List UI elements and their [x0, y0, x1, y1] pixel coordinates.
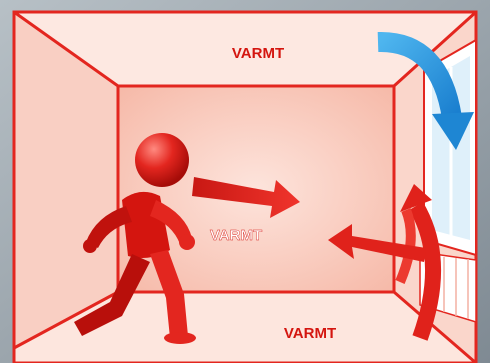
floor-label: VARMT [284, 325, 336, 342]
wall-label: VARMT [210, 227, 262, 244]
ceiling-label: VARMT [232, 45, 284, 62]
